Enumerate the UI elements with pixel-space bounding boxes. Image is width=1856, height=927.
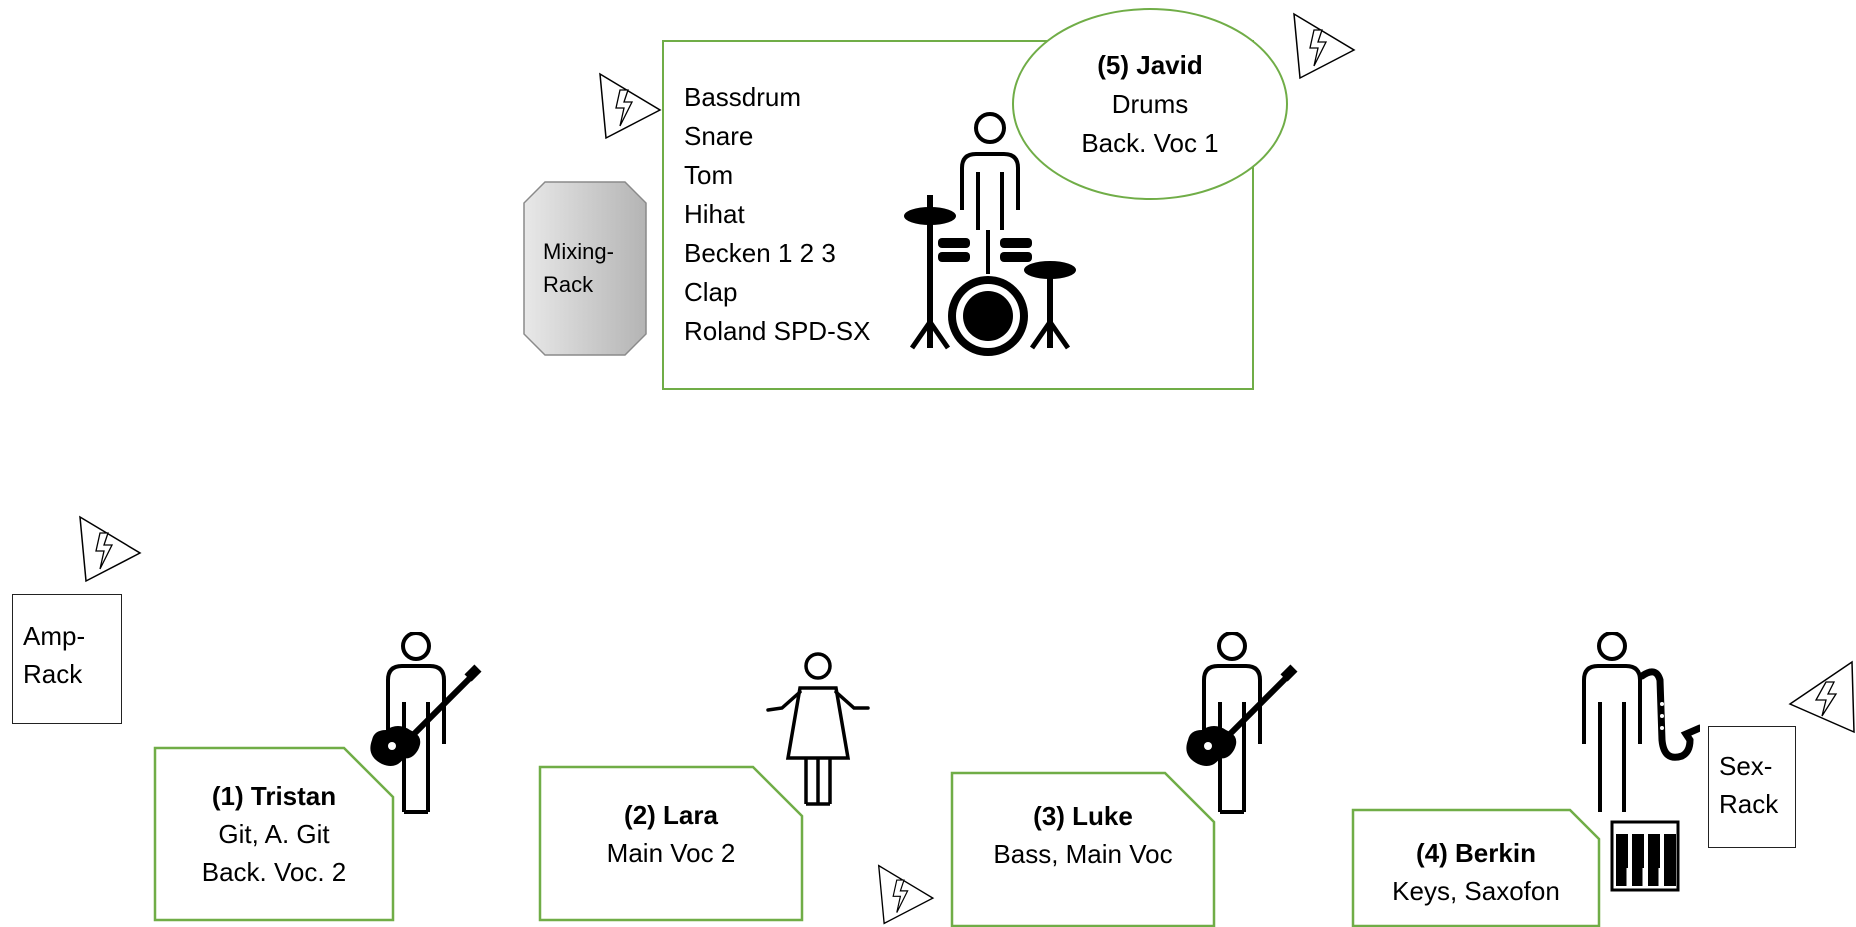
- javid-name: (5) Javid: [1097, 49, 1203, 80]
- power-icon: [1788, 660, 1855, 734]
- power-icon: [1293, 12, 1356, 80]
- instrument-clap: Clap: [684, 277, 738, 307]
- instrument-hihat: Hihat: [684, 199, 745, 229]
- tristan-name: (1) Tristan: [211, 781, 337, 811]
- instrument-becken: Becken 1 2 3: [684, 238, 836, 268]
- amp-rack-label-1: Amp-: [23, 621, 86, 651]
- instrument-tom: Tom: [684, 160, 734, 190]
- javid-role-backvoc: Back. Voc 1: [1081, 127, 1219, 158]
- lara-role-1: Main Voc 2: [606, 837, 736, 868]
- keyboard-icon: [1610, 820, 1680, 892]
- woman-icon: [766, 652, 870, 806]
- javid-ellipse: (5) Javid Drums Back. Voc 1: [1012, 8, 1288, 200]
- sex-rack: Sex- Rack: [1708, 726, 1796, 848]
- saxophonist-icon: [1582, 632, 1700, 812]
- luke-name: (3) Luke: [1033, 800, 1133, 831]
- power-icon: [79, 515, 142, 583]
- mixing-rack-label-2: Rack: [543, 272, 594, 297]
- lara-name: (2) Lara: [624, 799, 718, 830]
- guitarist-icon-luke: [1186, 632, 1298, 814]
- instrument-snare: Snare: [684, 121, 754, 151]
- javid-role-drums: Drums: [1111, 88, 1189, 119]
- tristan-role-2: Back. Voc. 2: [201, 857, 347, 887]
- saxophone-icon: [1638, 668, 1700, 761]
- sex-rack-label-1: Sex-: [1719, 751, 1773, 781]
- drum-kit-icon: [904, 112, 1076, 356]
- power-icon: [877, 864, 935, 925]
- drum-instrument-list: Bassdrum Snare Tom Hihat Becken 1 2 3 Cl…: [684, 78, 870, 351]
- tristan-role-1: Git, A. Git: [218, 819, 330, 849]
- amp-rack: Amp- Rack: [12, 594, 122, 724]
- guitar-icon: [1186, 664, 1298, 766]
- guitar-icon: [370, 664, 482, 766]
- luke-card: (3) Luke Bass, Main Voc: [950, 771, 1216, 927]
- power-icon: [599, 72, 662, 140]
- drum-riser-box: Bassdrum Snare Tom Hihat Becken 1 2 3 Cl…: [662, 40, 1254, 390]
- lara-card: (2) Lara Main Voc 2: [538, 765, 804, 922]
- berkin-role-1: Keys, Saxofon: [1392, 876, 1560, 906]
- tristan-card: (1) Tristan Git, A. Git Back. Voc. 2: [153, 746, 395, 922]
- mixing-rack: Mixing- Rack: [523, 181, 647, 356]
- amp-rack-label-2: Rack: [23, 659, 83, 689]
- instrument-roland-spd: Roland SPD-SX: [684, 316, 871, 346]
- mixing-rack-label-1: Mixing-: [543, 239, 614, 264]
- guitarist-icon-tristan: [370, 632, 482, 814]
- berkin-name: (4) Berkin: [1416, 838, 1536, 868]
- sex-rack-label-2: Rack: [1719, 789, 1779, 819]
- berkin-card: (4) Berkin Keys, Saxofon: [1351, 808, 1601, 927]
- instrument-bassdrum: Bassdrum: [684, 82, 802, 112]
- luke-role-1: Bass, Main Voc: [993, 838, 1173, 869]
